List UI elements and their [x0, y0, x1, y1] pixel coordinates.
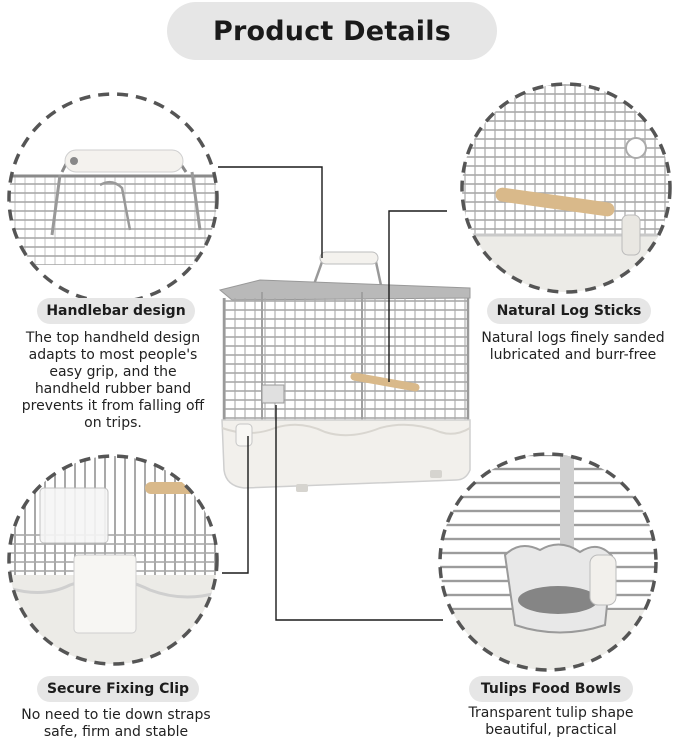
desc-natural-log-sticks: Natural logs finely sanded lubricated an… [481, 330, 665, 363]
cage-illustration [218, 251, 471, 492]
connector-lines [218, 166, 447, 621]
label-natural-log-sticks: Natural Log Sticks [487, 298, 651, 324]
label-tulips-food-bowls: Tulips Food Bowls [469, 676, 633, 702]
desc-secure-fixing-clip: No need to tie down straps safe, firm an… [21, 707, 211, 740]
label-secure-fixing-clip: Secure Fixing Clip [37, 676, 199, 702]
food-bowl-closeup [440, 454, 656, 670]
label-handlebar-design: Handlebar design [37, 298, 195, 324]
clip-closeup [9, 456, 217, 664]
page-title: Product Details [167, 2, 497, 60]
perch-closeup [462, 84, 670, 292]
desc-handlebar-design: The top handheld design adapts to most p… [21, 330, 205, 431]
handlebar-closeup [9, 94, 217, 302]
desc-tulips-food-bowls: Transparent tulip shape beautiful, pract… [468, 705, 634, 738]
